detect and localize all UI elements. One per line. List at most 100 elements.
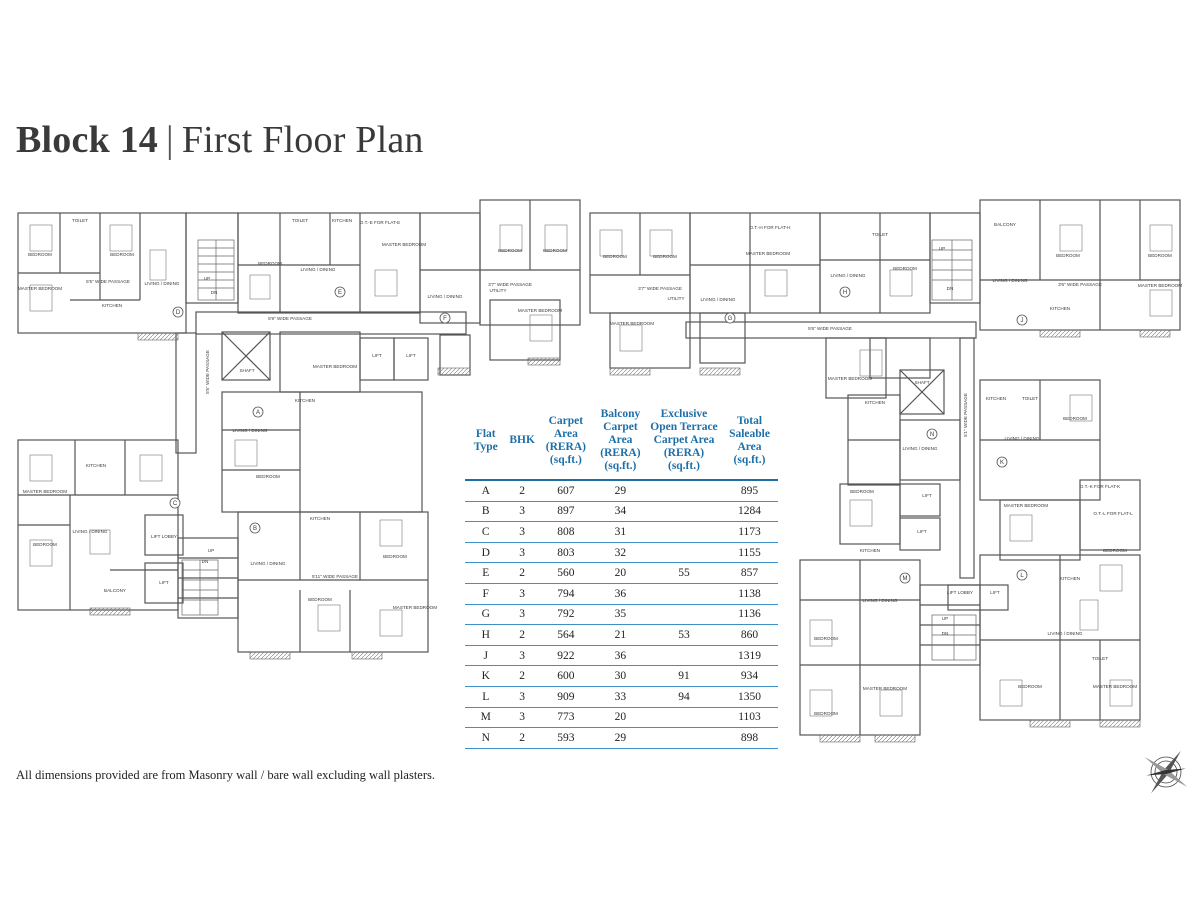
room-label: UTILITY	[667, 296, 684, 301]
flat-markers	[169, 286, 1028, 584]
table-cell: 36	[593, 583, 647, 605]
room-label: BEDROOM	[33, 542, 57, 547]
table-cell: 2	[506, 624, 538, 646]
table-cell: K	[465, 665, 507, 687]
room-label: MASTER BEDROOM	[863, 686, 907, 691]
room-label: 5'5" WIDE PASSAGE	[86, 279, 130, 284]
table-cell: 1103	[721, 707, 778, 729]
room-label: 5'5" WIDE PASSAGE	[205, 350, 210, 394]
table-cell: B	[465, 501, 507, 523]
room-label: BEDROOM	[1063, 416, 1087, 421]
room-label: BEDROOM	[383, 554, 407, 559]
room-label: KITCHEN	[102, 303, 122, 308]
table-cell: 1173	[721, 521, 778, 543]
room-label: BEDROOM	[498, 248, 522, 253]
room-label: LIVING / DINING	[831, 273, 866, 278]
table-cell: 564	[537, 624, 594, 646]
table-cell: F	[465, 583, 507, 605]
table-cell: 94	[646, 686, 722, 708]
table-cell: 593	[537, 727, 594, 749]
table-cell: C	[465, 521, 507, 543]
room-label: O.T.-H FOR FLAT-H	[749, 225, 790, 230]
room-label: 5'11" WIDE PASSAGE	[312, 574, 358, 579]
room-label: LIVING / DINING	[903, 446, 938, 451]
room-label: 3'6" WIDE PASSAGE	[1058, 282, 1102, 287]
room-label: MASTER BEDROOM	[18, 286, 62, 291]
table-cell: E	[465, 562, 507, 584]
room-label: LIVING / DINING	[73, 529, 108, 534]
room-label: LIFT	[990, 590, 1000, 595]
room-label: UP	[204, 276, 210, 281]
table-cell: 857	[721, 562, 778, 584]
room-label: BEDROOM	[543, 248, 567, 253]
table-cell: 3	[506, 583, 538, 605]
room-label: 5'1" WIDE PASSAGE	[963, 393, 968, 437]
room-label: BALCONY	[994, 222, 1016, 227]
flat-letter-k: K	[1000, 460, 1004, 466]
room-label: BEDROOM	[814, 636, 838, 641]
table-cell	[646, 583, 722, 605]
room-label: LIVING / DINING	[428, 294, 463, 299]
flat-letter-j: J	[1021, 318, 1024, 324]
room-label: BEDROOM	[1018, 684, 1042, 689]
page-title: Block 14|First Floor Plan	[16, 118, 424, 162]
col-header-saleable-area: Total Saleable Area (sq.ft.)	[721, 408, 778, 481]
table-cell: 860	[721, 624, 778, 646]
room-labels: BEDROOM BEDROOM TOILET MASTER BEDROOM KI…	[18, 218, 1182, 716]
room-label: LIFT LOBBY	[947, 590, 973, 595]
table-cell: 29	[593, 727, 647, 749]
table-cell: 2	[506, 665, 538, 687]
compass-icon	[1144, 750, 1188, 794]
table-cell: 35	[593, 604, 647, 626]
table-cell: 2	[506, 727, 538, 749]
table-cell	[646, 480, 722, 502]
table-cell: M	[465, 707, 507, 729]
table-cell: 20	[593, 707, 647, 729]
table-cell: 3	[506, 604, 538, 626]
table-cell: 898	[721, 727, 778, 749]
room-label: LIVING / DINING	[251, 561, 286, 566]
table-cell: 3	[506, 645, 538, 667]
footnote: All dimensions provided are from Masonry…	[16, 768, 435, 782]
room-label: O.T.-E FOR FLAT-E	[360, 220, 401, 225]
room-label: DN	[211, 290, 218, 295]
table-cell: 600	[537, 665, 594, 687]
table-cell: A	[465, 480, 507, 502]
room-label: BEDROOM	[603, 254, 627, 259]
title-separator: |	[166, 119, 174, 161]
table-cell: J	[465, 645, 507, 667]
table-cell: 3	[506, 501, 538, 523]
room-label: BEDROOM	[28, 252, 52, 257]
flat-marker-letters: A B C D E F G H J K L M N	[173, 290, 1025, 582]
room-label: MASTER BEDROOM	[828, 376, 872, 381]
flat-letter-f: F	[443, 316, 447, 322]
room-label: MASTER BEDROOM	[393, 605, 437, 610]
room-label: LIFT LOBBY	[151, 534, 177, 539]
table-cell: 909	[537, 686, 594, 708]
room-label: MASTER BEDROOM	[313, 364, 357, 369]
table-cell: 31	[593, 521, 647, 543]
table-cell: 20	[593, 562, 647, 584]
table-cell	[646, 521, 722, 543]
room-label: MASTER BEDROOM	[610, 321, 654, 326]
room-label: DN	[947, 286, 954, 291]
flat-letter-a: A	[256, 410, 260, 416]
staircases	[181, 239, 977, 661]
flat-letter-n: N	[930, 432, 934, 438]
room-label: LIFT	[922, 493, 932, 498]
flat-letter-d: D	[176, 310, 181, 316]
room-label: BEDROOM	[1148, 253, 1172, 258]
flat-letter-h: H	[843, 290, 847, 296]
room-label: BEDROOM	[814, 711, 838, 716]
table-cell: 560	[537, 562, 594, 584]
room-label: BEDROOM	[893, 266, 917, 271]
unit-area-table: Flat Type BHK Carpet Area (RERA) (sq.ft.…	[465, 408, 778, 749]
room-label: 5'6" WIDE PASSAGE	[808, 326, 852, 331]
room-label: TOILET	[1022, 396, 1038, 401]
room-label: KITCHEN	[986, 396, 1006, 401]
room-label: 3'7" WIDE PASSAGE	[638, 286, 682, 291]
table-cell: 897	[537, 501, 594, 523]
